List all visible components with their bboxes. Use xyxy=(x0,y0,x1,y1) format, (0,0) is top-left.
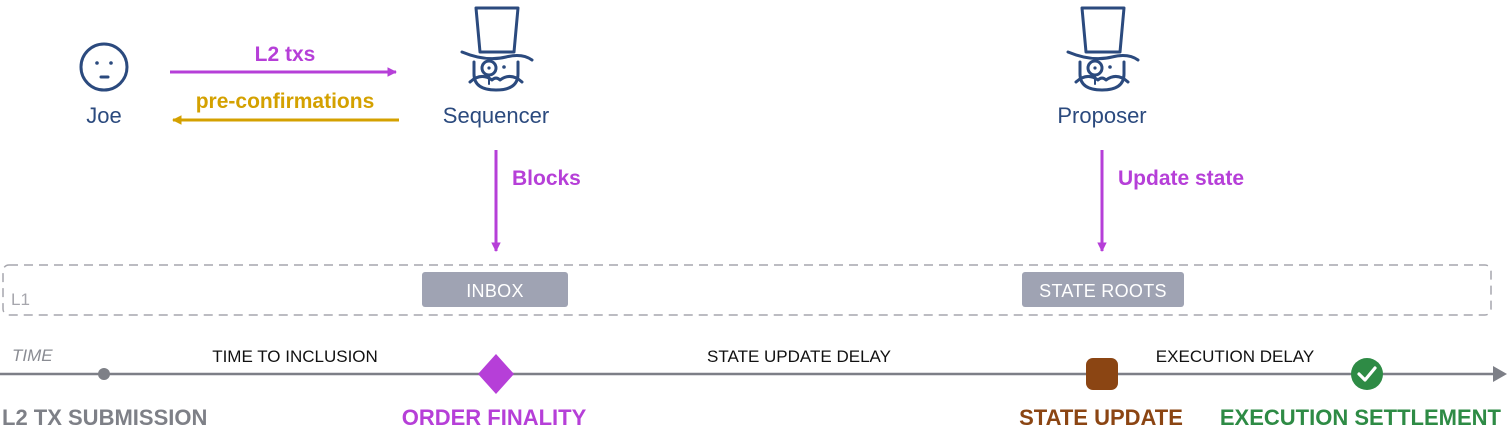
sequencer-label: Sequencer xyxy=(443,103,549,128)
timeline: TIME TIME TO INCLUSION STATE UPDATE DELA… xyxy=(0,346,1507,430)
order-finality-diamond-marker xyxy=(478,354,514,394)
inbox-box: INBOX xyxy=(422,272,568,307)
inbox-label: INBOX xyxy=(466,281,524,301)
joe-label: Joe xyxy=(86,103,121,128)
update-state-flow: Update state xyxy=(1097,150,1244,252)
check-circle-icon xyxy=(1351,358,1383,390)
execution-settlement-label: EXECUTION SETTLEMENT xyxy=(1220,405,1502,430)
sequencer-actor: Sequencer xyxy=(443,6,549,128)
submission-dot-marker xyxy=(98,368,110,380)
l2-tx-submission-label: L2 TX SUBMISSION xyxy=(2,405,207,430)
state-roots-box: STATE ROOTS xyxy=(1022,272,1184,307)
l2-txs-label: L2 txs xyxy=(255,43,316,66)
execution-delay-label: EXECUTION DELAY xyxy=(1156,347,1314,366)
top-hat-monocle-icon xyxy=(1066,6,1140,92)
state-update-delay-label: STATE UPDATE DELAY xyxy=(707,347,891,366)
blocks-flow: Blocks xyxy=(491,150,581,252)
pre-confirmations-label: pre-confirmations xyxy=(196,90,375,113)
state-update-label: STATE UPDATE xyxy=(1019,405,1183,430)
blocks-label: Blocks xyxy=(512,167,581,190)
state-update-marker xyxy=(1086,358,1118,390)
l1-boundary xyxy=(2,264,1492,316)
proposer-actor: Proposer xyxy=(1057,6,1147,128)
time-axis-label: TIME xyxy=(12,346,53,365)
l1-region: L1 INBOX STATE ROOTS xyxy=(2,264,1492,316)
state-roots-label: STATE ROOTS xyxy=(1039,281,1167,301)
timeline-arrowhead xyxy=(1493,366,1507,382)
time-to-inclusion-label: TIME TO INCLUSION xyxy=(212,347,378,366)
order-finality-label: ORDER FINALITY xyxy=(402,405,587,430)
proposer-label: Proposer xyxy=(1057,103,1146,128)
l2-txs-flow: L2 txs xyxy=(170,43,397,77)
pre-confirmations-flow: pre-confirmations xyxy=(172,90,399,125)
joe-actor: Joe xyxy=(79,42,129,128)
top-hat-monocle-icon xyxy=(460,6,534,92)
update-state-label: Update state xyxy=(1118,167,1244,190)
l1-label: L1 xyxy=(11,290,30,309)
neutral-face-icon xyxy=(79,42,129,92)
